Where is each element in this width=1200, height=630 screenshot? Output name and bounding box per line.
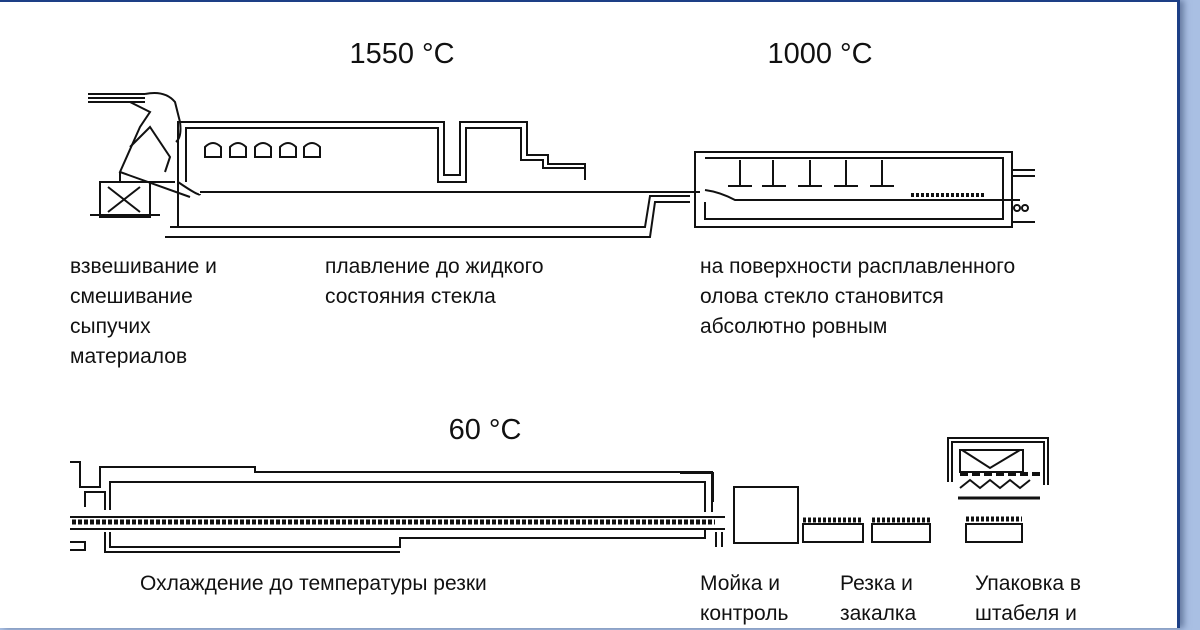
- packing-station: [947, 437, 1049, 543]
- melting-furnace: [165, 121, 700, 238]
- float-temperature: 1000 °C: [767, 38, 873, 70]
- tin-bath: [694, 151, 1035, 228]
- stage-packing-label: Упаковка в штабеля и: [975, 572, 1082, 625]
- burner-ports: [204, 142, 321, 158]
- stage-batching-label: взвешивание и смешивание сыпучих материа…: [70, 255, 217, 368]
- melting-temperature: 1550 °C: [349, 38, 455, 70]
- cutting-station: [802, 517, 931, 543]
- stage-washing-label: Мойка и контроль: [700, 572, 789, 625]
- stage-cooling-label: Охлаждение до температуры резки: [140, 572, 487, 595]
- stage-float-label: на поверхности расплавленного олова стек…: [700, 255, 1016, 338]
- washing-station: [680, 472, 799, 544]
- batch-hopper: [88, 92, 201, 218]
- stage-cutting-label: Резка и закалка: [840, 572, 917, 625]
- annealing-temperature: 60 °C: [448, 414, 522, 446]
- annealing-lehr: [70, 461, 725, 553]
- stage-melting-label: плавление до жидкого состояния стекла: [325, 255, 544, 308]
